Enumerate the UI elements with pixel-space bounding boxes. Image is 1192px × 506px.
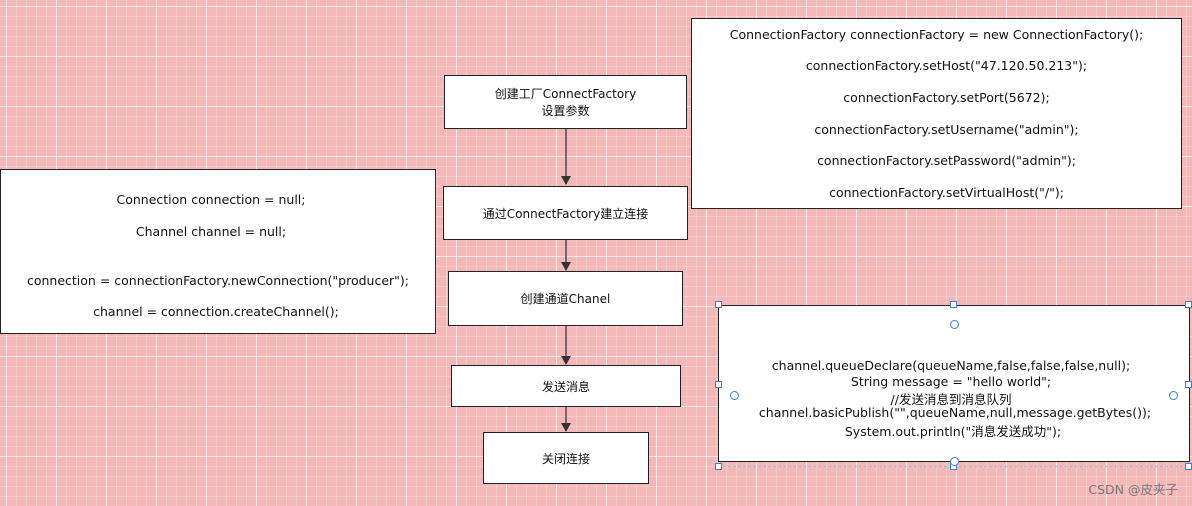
flow-step-create-factory[interactable]: 创建工厂ConnectFactory 设置参数 (444, 75, 687, 129)
flow-step-label: 关闭连接 (541, 451, 590, 466)
flow-step-send-message[interactable]: 发送消息 (451, 365, 681, 407)
code-line: connectionFactory.setPassword("admin"); (817, 153, 1076, 168)
connection-code-box[interactable]: Connection connection = null; Channel ch… (0, 169, 436, 334)
code-line: connectionFactory.setHost("47.120.50.213… (805, 58, 1088, 73)
resize-handle-w[interactable] (715, 381, 722, 388)
flow-step-connect[interactable]: 通过ConnectFactory建立连接 (443, 186, 688, 240)
flow-step-create-channel[interactable]: 创建通道Chanel (448, 271, 683, 326)
code-line: connection = connectionFactory.newConnec… (26, 273, 410, 288)
publish-code-box[interactable]: channel.queueDeclare(queueName,false,fal… (718, 305, 1190, 462)
code-line: ConnectionFactory connectionFactory = ne… (729, 27, 1144, 42)
code-line: connectionFactory.setVirtualHost("/"); (829, 185, 1064, 200)
code-line: channel.basicPublish("",queueName,null,m… (758, 405, 1152, 420)
code-line: //发送消息到消息队列 (890, 392, 1012, 407)
code-line: channel = connection.createChannel(); (93, 304, 339, 319)
flow-step-label: 发送消息 (541, 379, 590, 394)
resize-handle-sw[interactable] (715, 463, 722, 470)
resize-handle-e[interactable] (1185, 381, 1192, 388)
code-line: System.out.println("消息发送成功"); (844, 424, 1062, 439)
flow-step-label: 通过ConnectFactory建立连接 (482, 206, 649, 221)
resize-handle-ne[interactable] (1185, 301, 1192, 308)
code-line: Channel channel = null; (135, 224, 287, 239)
connection-point-right[interactable] (1169, 391, 1178, 400)
code-line: String message = "hello world"; (850, 374, 1052, 389)
code-line: channel.queueDeclare(queueName,false,fal… (771, 358, 1131, 373)
watermark: CSDN @皮夹子 (1088, 482, 1178, 497)
connection-point-left[interactable] (730, 391, 739, 400)
code-line: connectionFactory.setPort(5672); (843, 90, 1050, 105)
flow-step-close-connection[interactable]: 关闭连接 (483, 432, 649, 484)
resize-handle-se[interactable] (1185, 463, 1192, 470)
rotate-handle[interactable] (950, 320, 959, 329)
resize-handle-n[interactable] (950, 301, 957, 308)
resize-handle-nw[interactable] (715, 301, 722, 308)
flow-step-label: 创建通道Chanel (520, 292, 611, 306)
flow-step-label-sub: 设置参数 (541, 104, 590, 118)
factory-code-box[interactable]: ConnectionFactory connectionFactory = ne… (691, 18, 1182, 209)
connection-point-bottom[interactable] (950, 457, 959, 466)
code-line: connectionFactory.setUsername("admin"); (814, 122, 1079, 137)
code-line: Connection connection = null; (116, 192, 306, 207)
flow-step-label: 创建工厂ConnectFactory (494, 87, 637, 101)
